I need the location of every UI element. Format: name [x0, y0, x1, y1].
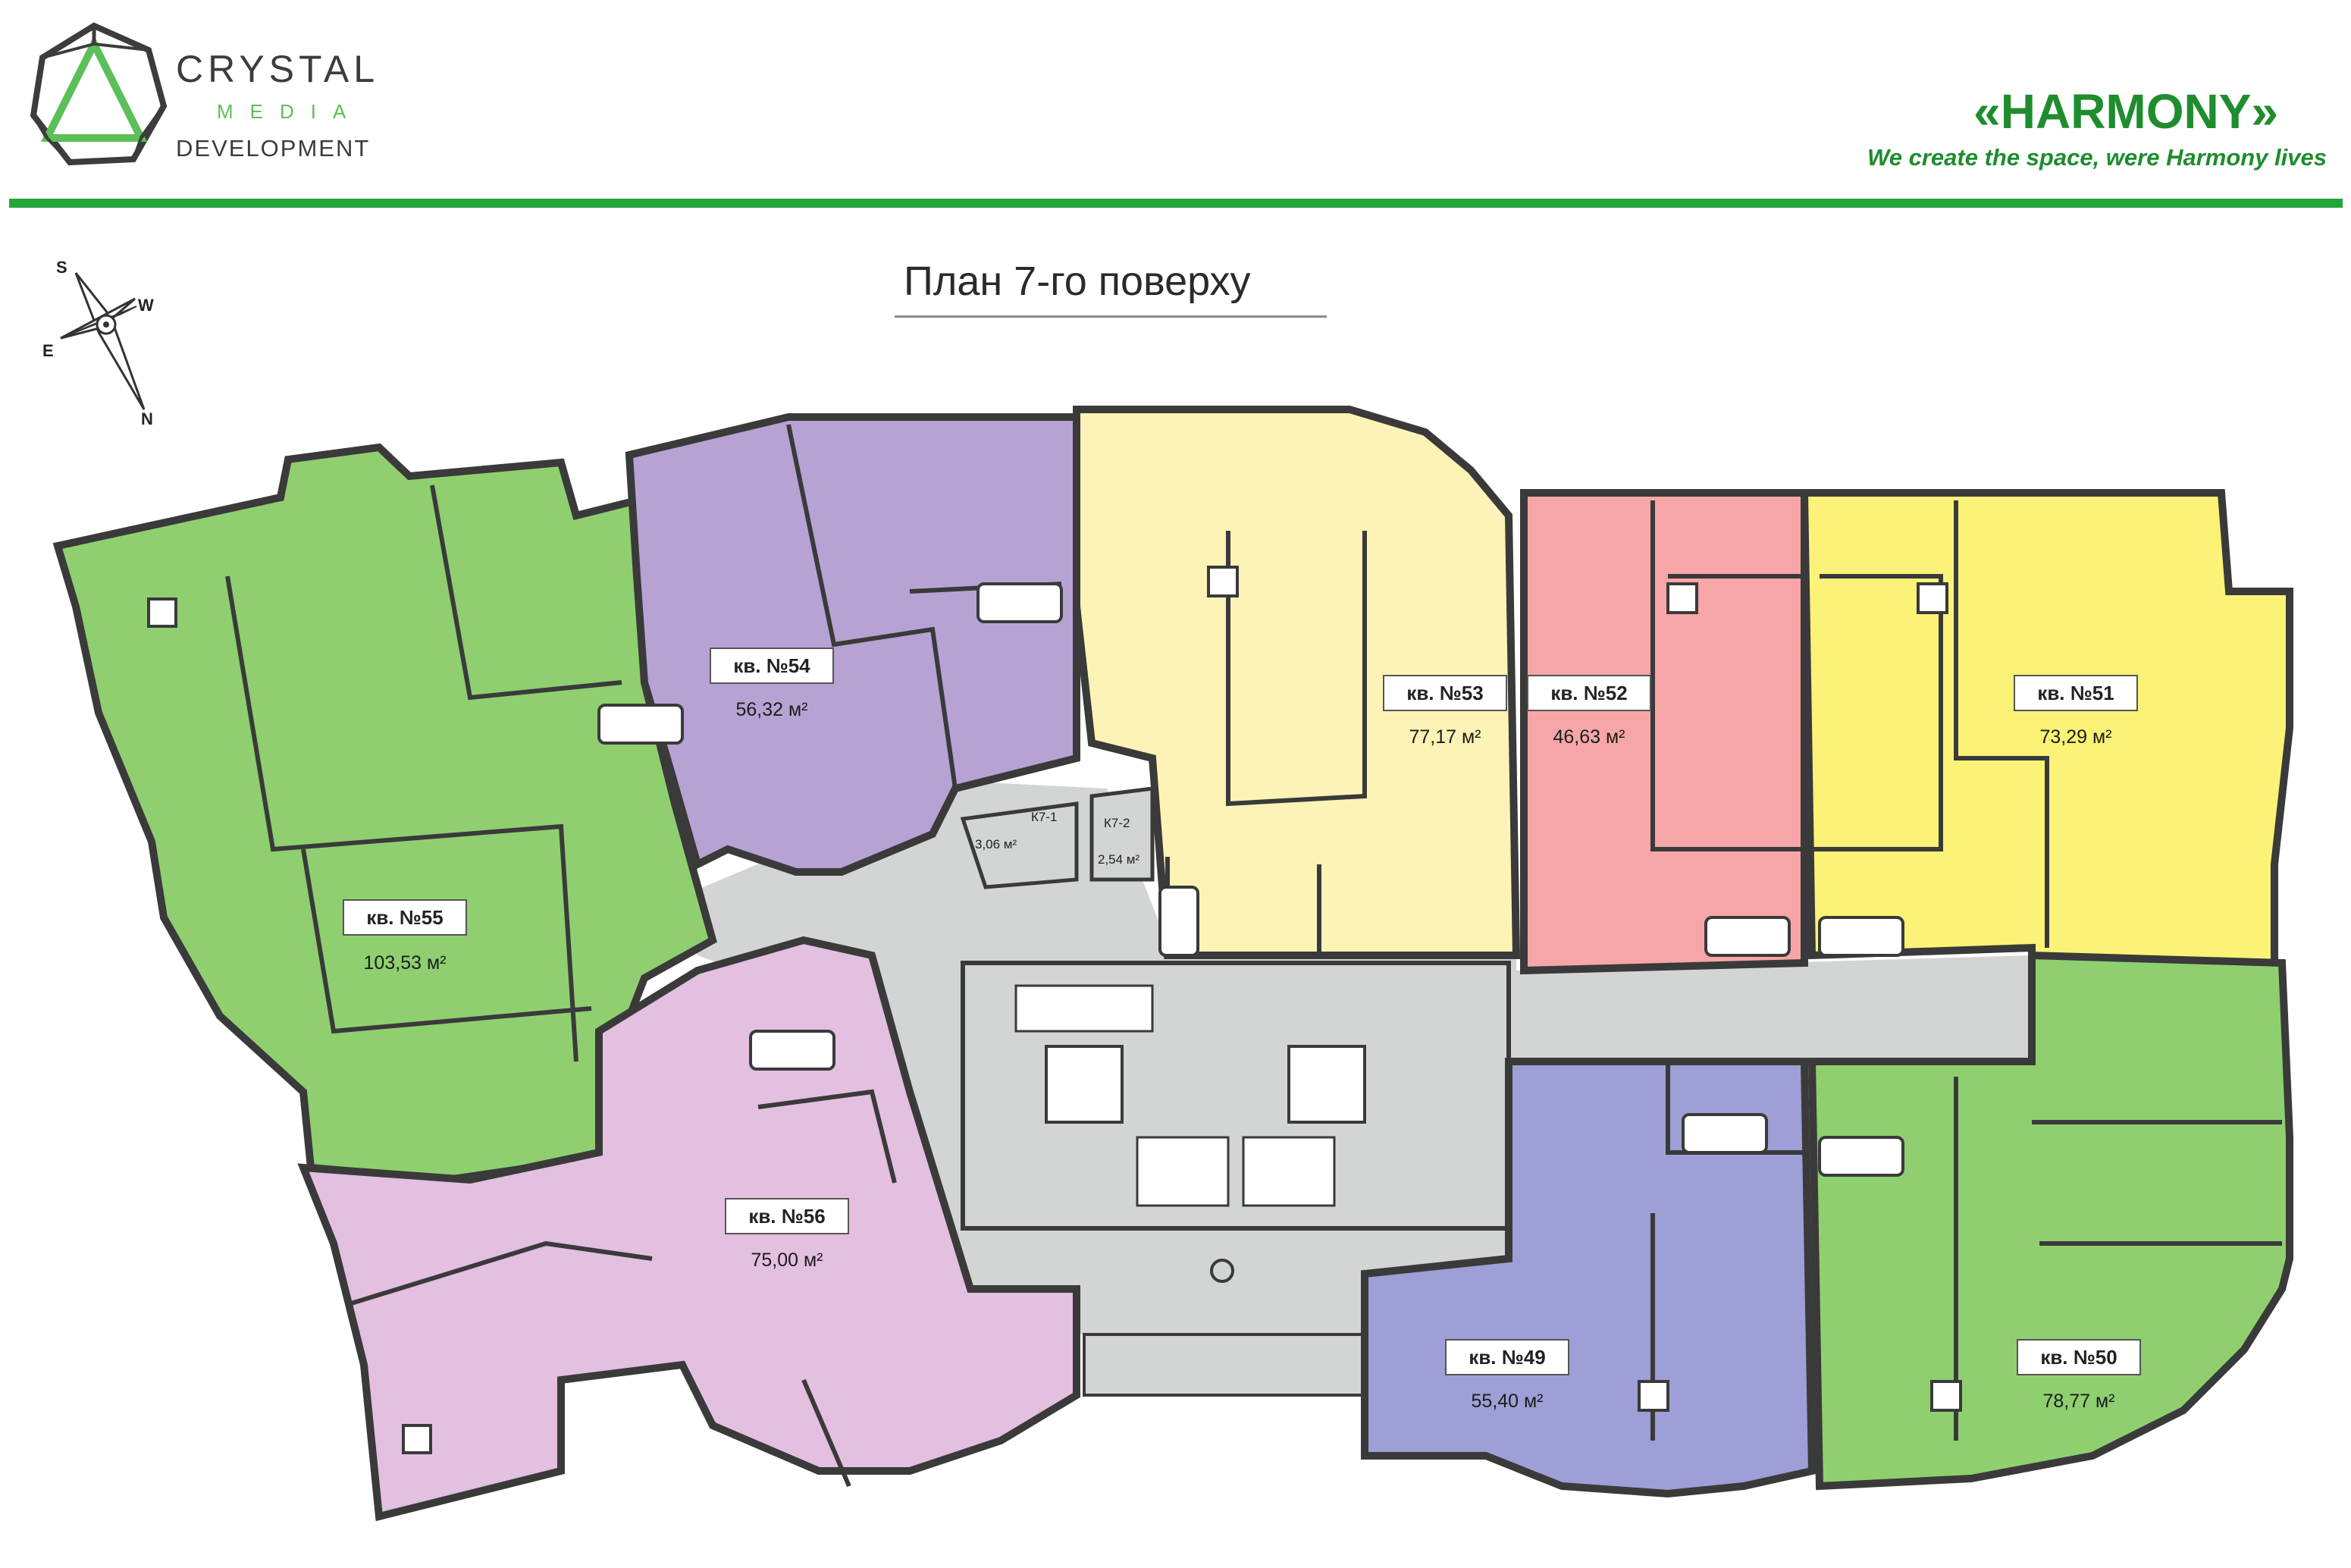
apartment-55-label: кв. №55: [343, 899, 467, 936]
crystal-logo-icon: [30, 22, 168, 166]
shaft-49: [1638, 1380, 1669, 1412]
compass-west-label: W: [138, 296, 154, 315]
compass-north-label: N: [141, 409, 153, 428]
entrance-hall: [1083, 1333, 1374, 1397]
storage-k7-1-area: 3,06 м²: [975, 837, 1017, 851]
apartment-50-area[interactable]: [1807, 951, 2293, 1491]
apartment-54-area-value: 56,32 м²: [735, 699, 808, 720]
header-divider: [9, 199, 2343, 208]
apartment-56-label: кв. №56: [725, 1198, 849, 1234]
bath-56: [749, 1030, 835, 1071]
bath-51: [1818, 916, 1904, 957]
apartment-49-label: кв. №49: [1445, 1339, 1569, 1375]
elevator-left: [1045, 1045, 1124, 1124]
elevator-right: [1287, 1045, 1366, 1124]
compass-south-label: S: [56, 258, 67, 277]
apartment-49-area[interactable]: [1361, 1058, 1817, 1498]
project-title: «HARMONY»: [1973, 84, 2278, 139]
brand-development: DEVELOPMENT: [176, 135, 371, 162]
project-tagline: We create the space, were Harmony lives: [1867, 144, 2327, 171]
apartment-52-area-value: 46,63 м²: [1553, 726, 1625, 748]
apartment-50-label: кв. №50: [2017, 1339, 2141, 1375]
brand-media: MEDIA: [217, 100, 363, 123]
shaft-53: [1207, 566, 1239, 597]
shaft-52: [1666, 582, 1698, 614]
storage-k7-2-area: 2,54 м²: [1098, 852, 1140, 867]
storage-k7-2-label: К7-2: [1104, 816, 1130, 830]
plan-title: План 7-го поверху: [904, 259, 1251, 304]
bath-55: [597, 704, 684, 745]
compass-rose-icon: [60, 272, 146, 410]
compass-east-label: E: [42, 341, 54, 360]
apartment-51-label: кв. №51: [2014, 675, 2138, 711]
bath-49: [1682, 1113, 1768, 1154]
fixtures: [147, 566, 1962, 1454]
stair-left-bottom: [1136, 1136, 1230, 1207]
bath-52: [1704, 916, 1791, 957]
apartment-54-label: кв. №54: [710, 648, 834, 684]
bath-53: [1158, 886, 1199, 957]
storage-k7-2-room: [1089, 786, 1155, 882]
bath-50: [1818, 1136, 1904, 1177]
storage-k7-1-label: К7-1: [1031, 810, 1058, 824]
apartment-56-area[interactable]: [297, 936, 1080, 1522]
storage-rooms: [960, 786, 1155, 889]
stair-left-top: [1014, 984, 1154, 1033]
apartment-50-area-value: 78,77 м²: [2042, 1391, 2115, 1412]
apartment-52-label: кв. №52: [1527, 675, 1651, 711]
apartment-49-area-value: 55,40 м²: [1471, 1391, 1544, 1412]
apartments-layer: [52, 406, 2293, 1522]
shaft-circle: [1210, 1259, 1234, 1283]
storage-k7-1-room: [960, 801, 1079, 889]
plan-title-underline: [895, 315, 1327, 318]
brand-name: CRYSTAL: [176, 48, 380, 90]
apartment-56-area-value: 75,00 м²: [751, 1250, 823, 1271]
apartment-51-area-value: 73,29 м²: [2039, 726, 2112, 748]
apartment-53-area-value: 77,17 м²: [1409, 726, 1481, 748]
shaft-51: [1917, 582, 1948, 614]
shaft-56: [402, 1424, 432, 1454]
shaft-55: [147, 597, 177, 628]
shaft-50: [1930, 1380, 1962, 1412]
apartment-53-label: кв. №53: [1383, 675, 1507, 711]
bath-54: [976, 582, 1063, 623]
stair-right-bottom: [1242, 1136, 1336, 1207]
apartment-53-area[interactable]: [1073, 406, 1521, 959]
apartment-55-area-value: 103,53 м²: [363, 952, 447, 974]
